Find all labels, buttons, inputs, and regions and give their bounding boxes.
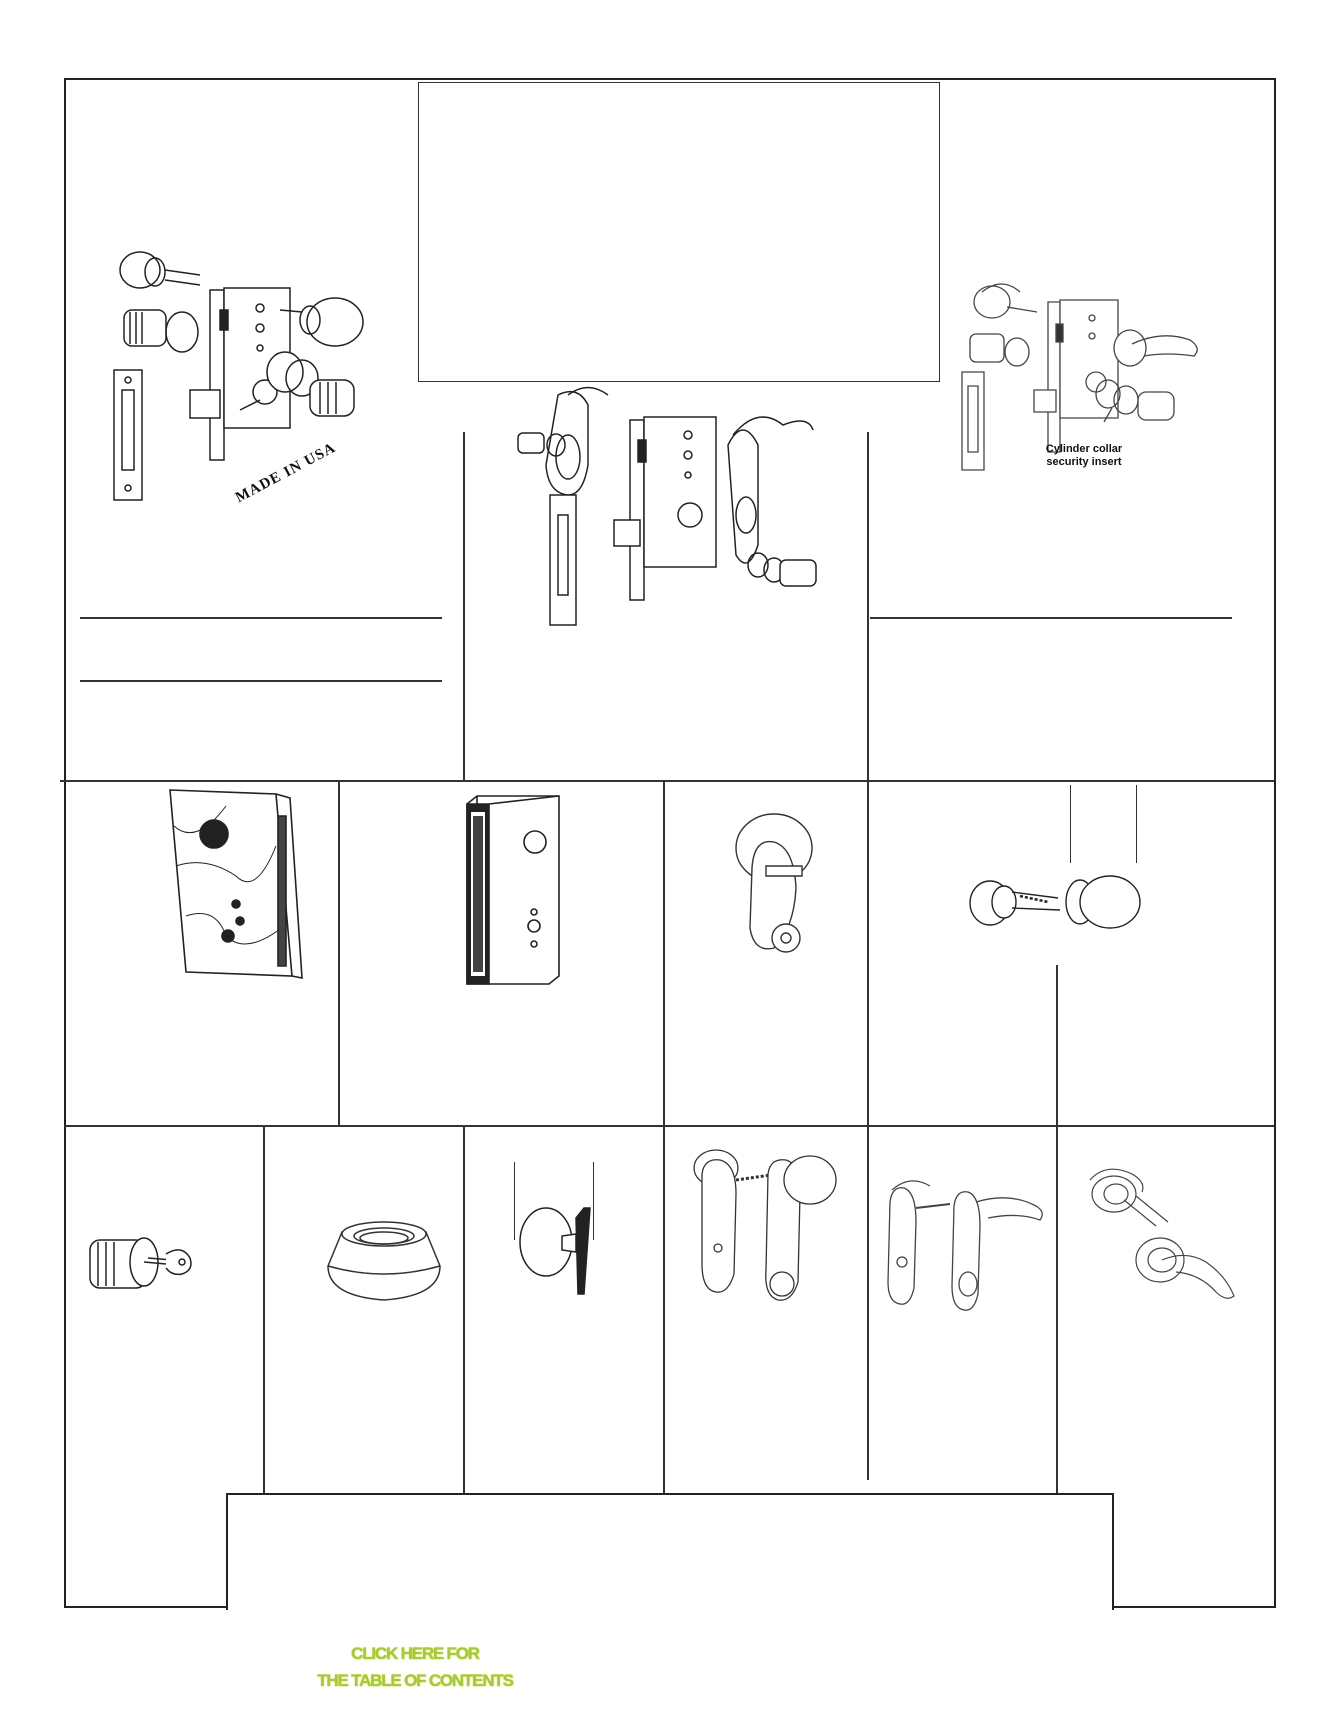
divider-row2-v4	[1056, 965, 1058, 1125]
rule-left-2	[80, 680, 442, 682]
mortise-lock-lever-icon	[518, 385, 828, 630]
bottom-tab-gap	[228, 1605, 1112, 1611]
rule-left-1	[80, 617, 442, 619]
knob-set-icon	[968, 868, 1142, 938]
mortise-cylinder-icon	[86, 1230, 206, 1300]
toc-line2: THE TABLE OF CONTENTS	[317, 1671, 514, 1690]
divider-row2-v3	[867, 780, 869, 1126]
divider-h2	[64, 1125, 1274, 1127]
cylinder-collar-icon	[322, 1216, 446, 1306]
tick-knob-right	[593, 1162, 595, 1240]
door-knob-icon	[518, 1198, 594, 1298]
divider-row3-v5	[1056, 1125, 1058, 1493]
steel-lock-box-icon	[459, 792, 563, 988]
header-box	[418, 82, 940, 382]
wood-lock-box-icon	[166, 786, 304, 982]
divider-row1-v2	[867, 432, 869, 780]
tick-knobset-right	[1136, 785, 1138, 863]
escutcheon-plate-icon	[714, 808, 854, 958]
divider-row3-v4	[867, 1125, 869, 1480]
divider-row1-v1	[463, 432, 465, 780]
cylinder-collar-annotation: Cylinder collar security insert	[1034, 443, 1134, 469]
lever-plate-set-icon	[880, 1172, 1048, 1312]
table-of-contents-link[interactable]: CLICK HERE FOR THE TABLE OF CONTENTS	[250, 1640, 580, 1694]
divider-row3-v3	[663, 1125, 665, 1493]
divider-row3-v1	[263, 1125, 265, 1493]
divider-row2-v1	[338, 780, 340, 1126]
annotation-line2: security insert	[1046, 456, 1122, 468]
mortise-lock-knob-icon	[110, 250, 410, 510]
annotation-line1: Cylinder collar	[1045, 443, 1123, 455]
tick-knobset-left	[1070, 785, 1072, 863]
mortise-lock-collar-icon	[962, 282, 1212, 472]
bottom-tab-box	[226, 1493, 1114, 1610]
knob-plate-set-icon	[692, 1144, 840, 1304]
divider-row2-v2	[663, 780, 665, 1126]
divider-row3-v2	[463, 1125, 465, 1493]
rule-right-1	[870, 617, 1232, 619]
tick-knob-left	[514, 1162, 516, 1240]
divider-h1	[60, 780, 1274, 782]
toc-line1: CLICK HERE FOR	[351, 1644, 480, 1663]
lever-rosette-set-icon	[1076, 1160, 1246, 1320]
